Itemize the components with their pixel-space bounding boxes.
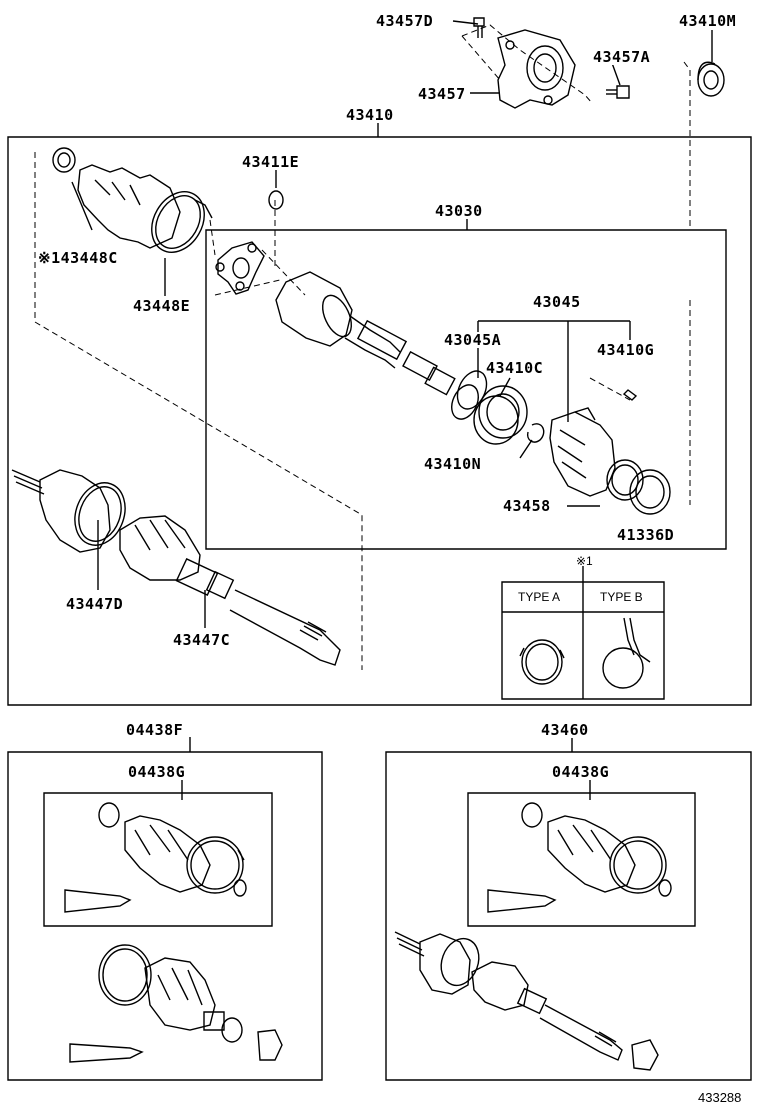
figure-number: 433288 [698, 1090, 742, 1105]
part-label-43410[interactable]: 43410 [346, 106, 394, 124]
kit-43460-shaft-parts [395, 932, 658, 1070]
clamp-type-b-icon [603, 618, 650, 688]
part-label-43448C[interactable]: ※143448C [38, 249, 118, 267]
drive-shaft-assembly [12, 470, 340, 665]
part-label-43410G[interactable]: 43410G [597, 341, 655, 359]
part-label-43458[interactable]: 43458 [503, 497, 551, 515]
part-label-04438F[interactable]: 04438F [126, 721, 184, 739]
part-label-43447C[interactable]: 43447C [173, 631, 231, 649]
center-bearing-bracket [498, 30, 575, 108]
kit-frame-04438F [8, 752, 322, 1080]
part-label-43447D[interactable]: 43447D [66, 595, 124, 613]
part-label-43410C[interactable]: 43410C [486, 359, 544, 377]
part-label-43030[interactable]: 43030 [435, 202, 483, 220]
clamp-type-a-icon [520, 640, 564, 684]
part-label-43045A[interactable]: 43045A [444, 331, 502, 349]
part-label-43460[interactable]: 43460 [541, 721, 589, 739]
outboard-boot-set [53, 148, 215, 262]
part-label-43411E[interactable]: 43411E [242, 153, 300, 171]
tripod-joint [216, 242, 264, 294]
inboard-joint-housing [276, 272, 455, 395]
grease-tube-icon [65, 890, 130, 912]
kit-frame-43460 [386, 752, 751, 1080]
assembly-frame-43410 [8, 137, 751, 705]
kit-04438F-outboard-parts [70, 945, 282, 1062]
seal-43410M [698, 62, 724, 96]
part-label-04438G-right[interactable]: 04438G [552, 763, 610, 781]
footnote-marker: ※1 [576, 554, 593, 568]
part-label-43457D[interactable]: 43457D [376, 12, 434, 30]
legend-type-b: TYPE B [600, 590, 643, 604]
part-label-04438G-left[interactable]: 04438G [128, 763, 186, 781]
part-label-43410M[interactable]: 43410M [679, 12, 737, 30]
part-label-43448E[interactable]: 43448E [133, 297, 191, 315]
kit-subframe-04438G-right [468, 793, 695, 926]
part-label-43410N[interactable]: 43410N [424, 455, 482, 473]
bolt-43457A [606, 86, 629, 98]
kit-04438G-left-parts [65, 803, 246, 912]
legend-type-a: TYPE A [518, 590, 561, 604]
part-label-43045[interactable]: 43045 [533, 293, 581, 311]
boot-clamps-41336D [607, 460, 670, 514]
part-label-43457[interactable]: 43457 [418, 85, 466, 103]
grease-tube-icon [70, 1044, 142, 1062]
grease-tube-icon [488, 890, 555, 912]
snap-ring-43411E [269, 191, 283, 209]
part-label-41336D[interactable]: 41336D [617, 526, 675, 544]
subassembly-frame-43030 [206, 230, 726, 549]
part-label-43457A[interactable]: 43457A [593, 48, 651, 66]
kit-04438G-right-parts [488, 803, 671, 912]
bolt-43457D [474, 18, 484, 38]
pin-43410G [624, 390, 636, 400]
snap-ring-43410N [528, 424, 544, 442]
kit-subframe-04438G-left [44, 793, 272, 926]
bearing-43410C [474, 386, 527, 444]
inboard-boot-43458 [550, 408, 615, 496]
